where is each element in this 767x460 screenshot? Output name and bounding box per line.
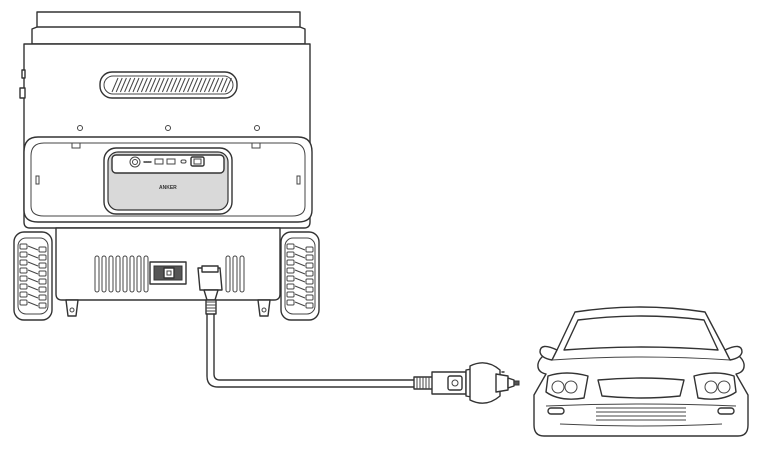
screw (254, 125, 260, 131)
usb-c-port-icon (180, 159, 187, 164)
vent-slats (111, 77, 232, 93)
power-button-icon (129, 156, 141, 168)
led-indicator (451, 379, 459, 387)
base-vent-slats (94, 255, 245, 293)
wheel-right (280, 231, 320, 321)
windshield (563, 315, 719, 351)
power-station-cart: ANKER (13, 11, 320, 321)
car-charger-port-icon (163, 267, 175, 279)
screw (165, 125, 171, 131)
usb-port-icon (166, 158, 176, 165)
lower-grille (596, 407, 686, 421)
wheel-left (13, 231, 53, 321)
fog-light-right (717, 407, 735, 415)
fog-light-left (547, 407, 565, 415)
cooler-lid (31, 11, 306, 45)
screw (77, 125, 83, 131)
brand-label: ANKER (159, 185, 177, 191)
power-station-module: ANKER (103, 147, 233, 215)
usb-port-icon (154, 158, 164, 165)
car-charging-cable (197, 265, 520, 404)
front-grille (597, 377, 685, 399)
car (533, 306, 749, 437)
car-cigarette-plug (431, 362, 520, 404)
side-latch-left (19, 87, 26, 99)
mirror-left (539, 345, 558, 361)
ac-outlet-icon (190, 156, 205, 167)
mirror-right (724, 345, 743, 361)
